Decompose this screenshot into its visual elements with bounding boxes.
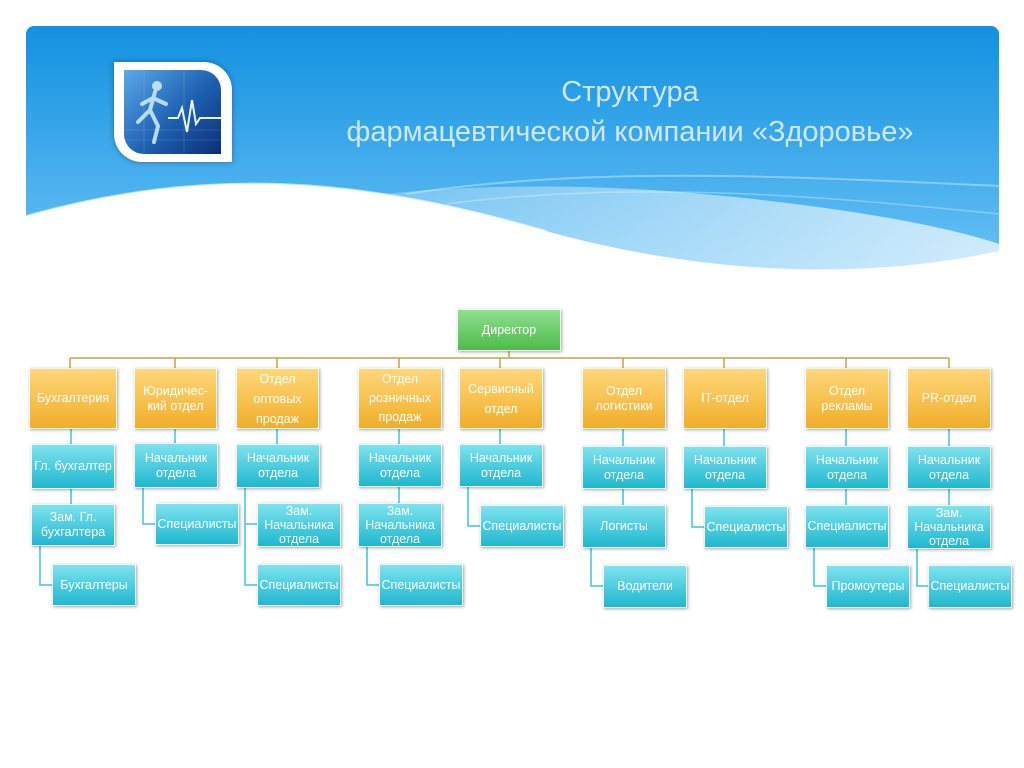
org-node-label: Начальник отдела	[693, 452, 757, 482]
org-node-label: Начальник отдела	[917, 452, 981, 482]
org-node-label: Логисты	[600, 519, 648, 533]
dept-accounting: Бухгалтерия	[29, 368, 117, 429]
dept-label: Отдел оптовых продаж	[253, 371, 302, 426]
org-node-label: Начальник отдела	[368, 450, 432, 480]
org-node-label: Специалисты	[706, 519, 786, 534]
org-node-label: Бухгалтеры	[60, 577, 128, 592]
org-node-label: Зам. Начальника отдела	[365, 504, 435, 546]
org-node: Начальник отдела	[907, 446, 991, 489]
org-node-label: Зам. Начальника отдела	[914, 506, 984, 548]
company-logo	[114, 62, 232, 162]
dept-retail: Отдел розничных продаж	[358, 368, 442, 429]
dept-legal: Юридичес-кий отдел	[134, 368, 217, 429]
dept-label: Юридичес-кий отдел	[143, 383, 208, 413]
org-node: Зам. Начальника отдела	[358, 503, 442, 547]
page-title: Структура фармацевтической компании «Здо…	[250, 72, 1010, 152]
org-node: Водители	[603, 565, 687, 608]
org-node-label: Специалисты	[482, 518, 562, 533]
org-node: Логисты	[582, 505, 666, 548]
org-director-label: Директор	[481, 322, 537, 337]
top-connectors	[69, 350, 950, 368]
dept-service: Сервисный отдел	[459, 368, 543, 429]
org-node-label: Гл. бухгалтер	[34, 459, 112, 473]
org-node-label: Специалисты	[259, 577, 339, 592]
dept-advertising: Отдел рекламы	[805, 368, 889, 429]
org-node-label: Специалисты	[157, 516, 237, 531]
running-man-heartbeat-icon	[124, 70, 221, 154]
org-node: Начальник отдела	[134, 443, 218, 488]
org-node: Зам. Начальника отдела	[257, 503, 341, 547]
org-node: Специалисты	[805, 505, 889, 548]
title-line-2: фармацевтической компании «Здоровье»	[346, 116, 914, 148]
org-node: Гл. бухгалтер	[31, 444, 115, 489]
org-node: Специалисты	[480, 505, 564, 547]
org-node-label: Начальник отдела	[592, 452, 656, 482]
title-line-1: Структура	[561, 76, 699, 108]
org-node-label: Специалисты	[807, 519, 887, 533]
dept-wholesale: Отдел оптовых продаж	[236, 368, 319, 429]
org-node-label: Специалисты	[930, 579, 1010, 593]
dept-label: PR-отдел	[921, 391, 977, 405]
org-node: Зам. Начальника отдела	[907, 505, 991, 549]
org-node: Специалисты	[928, 565, 1012, 608]
org-node: Специалисты	[155, 503, 239, 545]
dept-label: Сервисный отдел	[468, 381, 534, 416]
org-node: Зам. Гл. бухгалтера	[31, 504, 115, 546]
org-node: Начальник отдела	[805, 446, 889, 489]
org-node: Бухгалтеры	[52, 564, 136, 606]
org-node-label: Водители	[617, 579, 673, 593]
sub-connectors	[39, 429, 950, 587]
org-node: Специалисты	[704, 506, 788, 548]
org-node: Промоутеры	[826, 565, 910, 608]
org-node: Начальник отдела	[358, 444, 442, 487]
org-node: Начальник отдела	[582, 446, 666, 489]
org-node: Начальник отдела	[459, 444, 543, 487]
org-node: Специалисты	[257, 564, 341, 606]
org-director: Директор	[457, 309, 561, 351]
dept-logistics: Отдел логистики	[582, 368, 666, 429]
org-node-label: Начальник отдела	[469, 450, 533, 480]
org-node: Начальник отдела	[236, 444, 320, 488]
dept-label: Отдел розничных продаж	[368, 372, 432, 424]
dept-it: IT-отдел	[683, 368, 767, 429]
dept-label: Отдел логистики	[595, 383, 653, 413]
dept-label: IT-отдел	[701, 391, 749, 405]
org-node-label: Зам. Начальника отдела	[264, 504, 334, 546]
org-node-label: Зам. Гл. бухгалтера	[40, 510, 106, 539]
org-node-label: Начальник отдела	[246, 451, 310, 480]
org-node-label: Начальник отдела	[144, 450, 208, 480]
dept-label: Отдел рекламы	[821, 383, 873, 413]
org-node: Начальник отдела	[683, 446, 767, 489]
org-node-label: Начальник отдела	[815, 452, 879, 482]
org-node-label: Специалисты	[381, 577, 461, 592]
dept-pr: PR-отдел	[907, 368, 991, 429]
org-node-label: Промоутеры	[831, 579, 905, 593]
dept-label: Бухгалтерия	[36, 391, 110, 405]
org-node: Специалисты	[379, 564, 463, 606]
